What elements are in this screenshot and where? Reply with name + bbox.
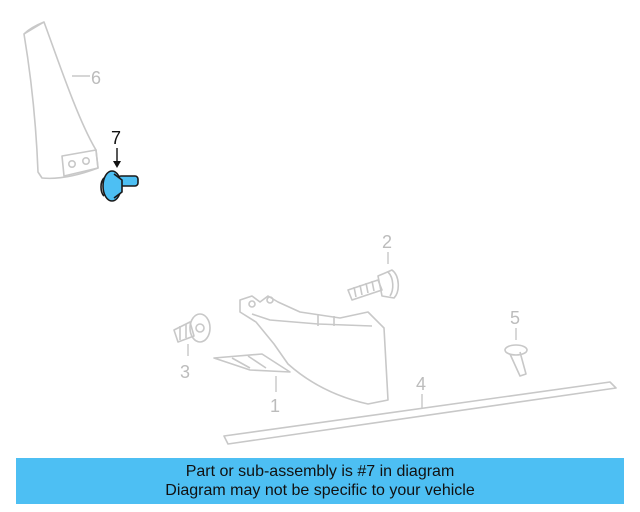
callout-3: 3 [180,362,190,382]
part-7-clip[interactable] [100,170,139,202]
callout-6: 6 [91,68,101,88]
banner-line-2: Diagram may not be specific to your vehi… [165,482,475,499]
part-1-housing[interactable] [213,295,389,405]
callout-4: 4 [416,374,426,394]
part-3-retainer[interactable] [173,313,211,343]
part-4-molding[interactable] [223,381,617,445]
callout-1: 1 [270,396,280,416]
part-6-pillar-trim[interactable] [23,21,99,180]
callout-7-arrow [113,161,121,168]
callout-2: 2 [382,232,392,252]
info-banner: Part or sub-assembly is #7 in diagram Di… [16,458,624,504]
callout-5: 5 [510,308,520,328]
part-5-screw[interactable] [504,344,528,377]
part-2-screw[interactable] [347,269,400,301]
banner-line-1: Part or sub-assembly is #7 in diagram [185,463,455,480]
callout-7: 7 [111,128,121,148]
